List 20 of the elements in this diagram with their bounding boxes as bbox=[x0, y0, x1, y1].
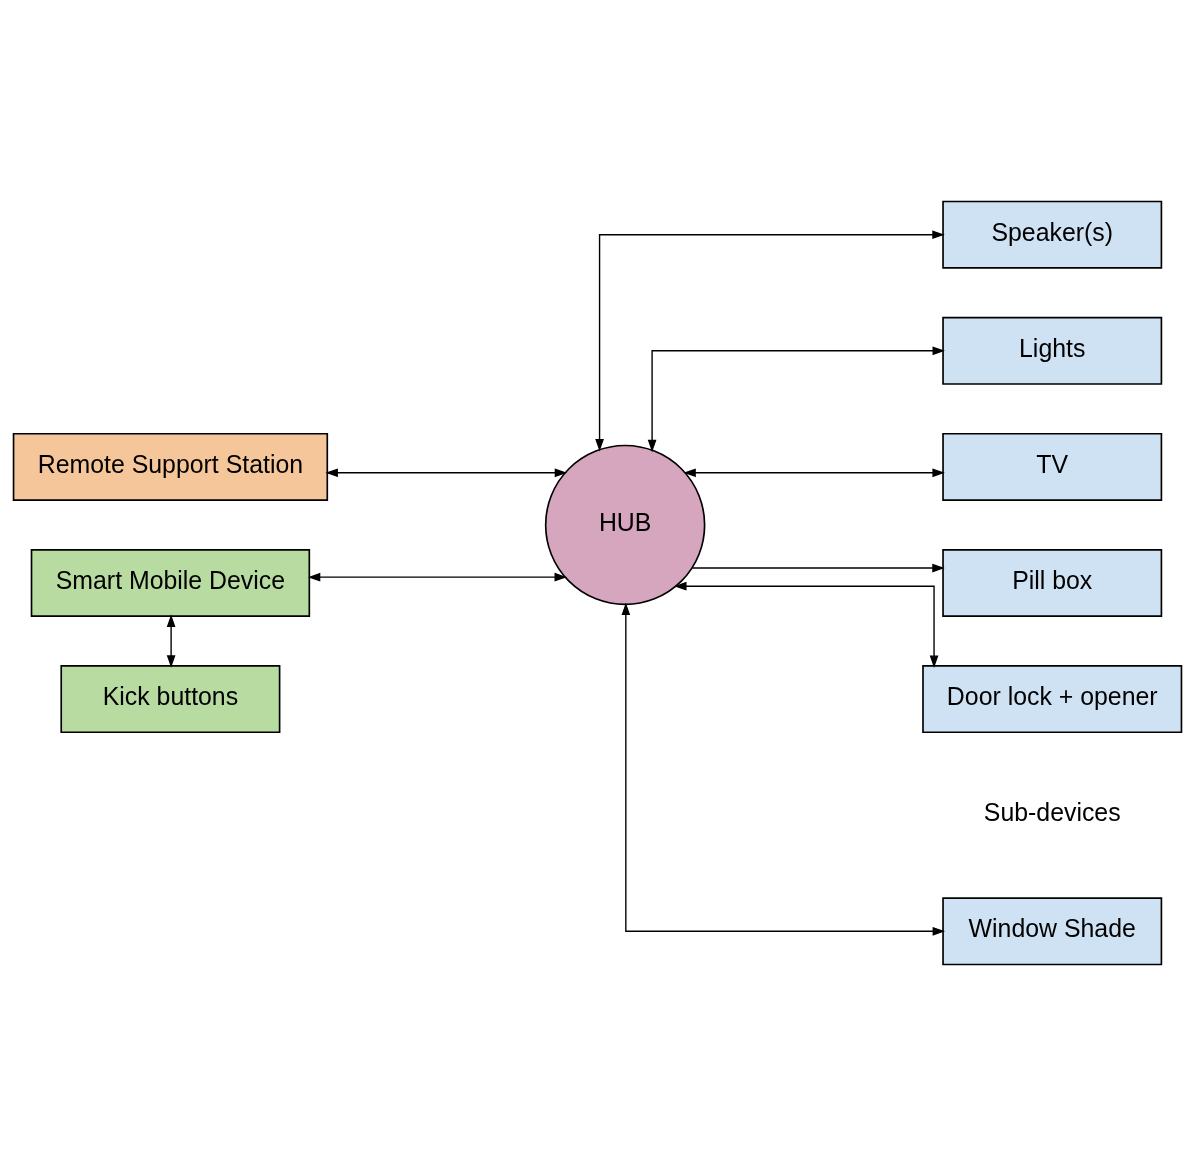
node-box: Door lock + opener bbox=[922, 664, 1183, 733]
node-box: Window Shade bbox=[942, 896, 1163, 965]
arrow bbox=[647, 345, 945, 452]
arrow bbox=[691, 563, 945, 572]
node-box: Remote Support Station bbox=[12, 432, 329, 501]
arrow bbox=[683, 467, 945, 477]
arrow bbox=[621, 602, 946, 936]
node-box: Kick buttons bbox=[60, 664, 281, 733]
arrow bbox=[166, 614, 176, 668]
node-box: Smart Mobile Device bbox=[30, 548, 311, 617]
node-box: TV bbox=[942, 432, 1163, 501]
node-circle: HUB bbox=[544, 444, 706, 605]
arrow bbox=[674, 581, 939, 668]
arrow bbox=[595, 229, 945, 452]
node-box: Lights bbox=[942, 316, 1163, 385]
arrow bbox=[325, 467, 568, 477]
arrow bbox=[307, 572, 567, 581]
node-box: Pill box bbox=[942, 548, 1163, 617]
label: Sub-devices bbox=[983, 797, 1121, 826]
node-box: Speaker(s) bbox=[942, 200, 1163, 269]
